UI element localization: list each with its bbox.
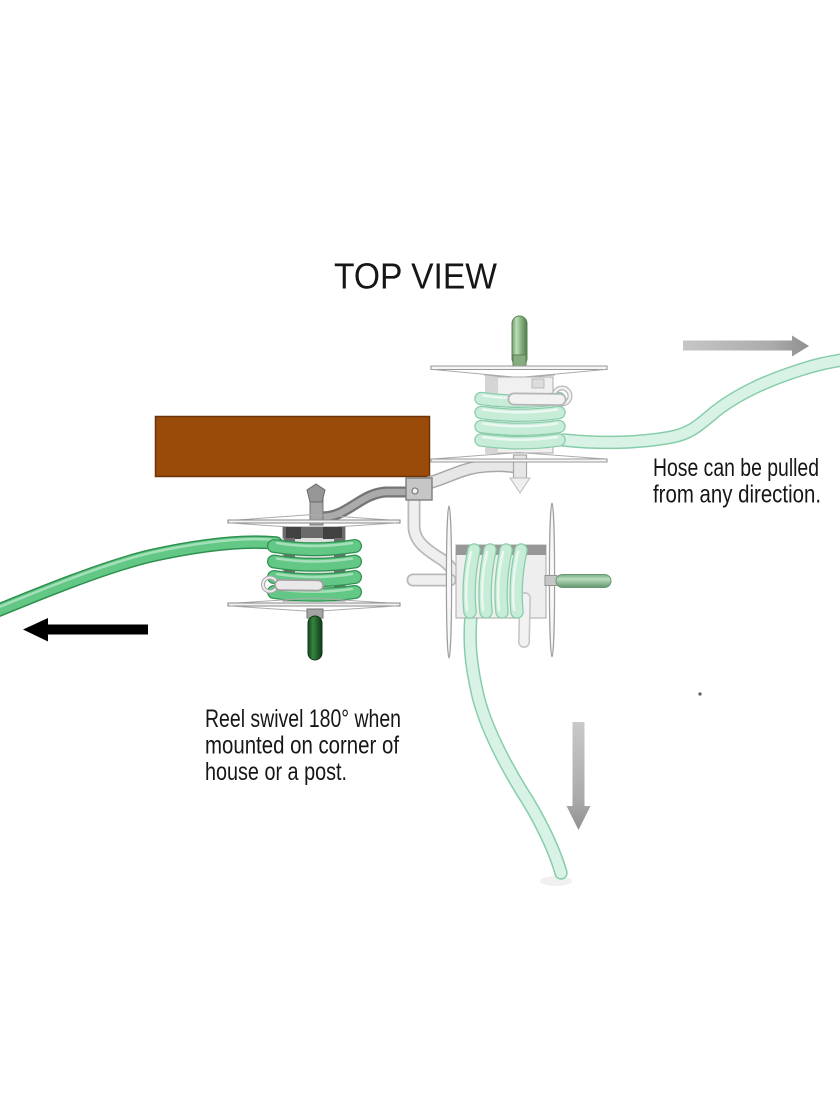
svg-text:Reel swivel 180° when: Reel swivel 180° when	[205, 705, 401, 733]
svg-text:from any direction.: from any direction.	[653, 481, 821, 509]
svg-text:mounted on corner of: mounted on corner of	[205, 732, 399, 760]
svg-text:house or a post.: house or a post.	[205, 758, 347, 786]
svg-text:Hose can be pulled: Hose can be pulled	[653, 454, 819, 482]
svg-text:TOP VIEW: TOP VIEW	[334, 256, 497, 297]
